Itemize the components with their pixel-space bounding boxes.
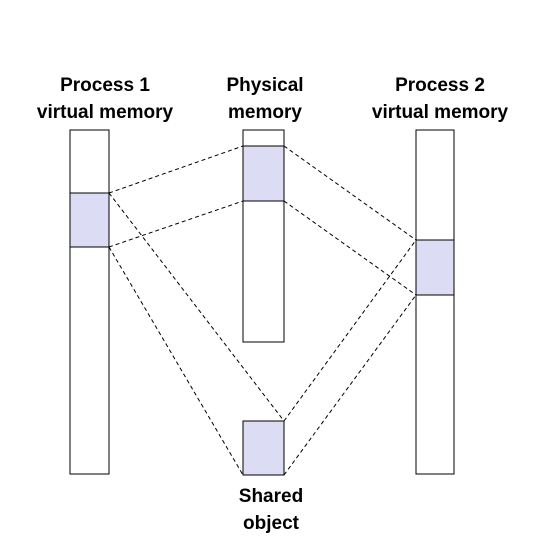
process2-virtual-memory-bar	[415, 129, 455, 475]
mapping-line-phys-top-to-p2	[283, 145, 417, 241]
mapping-line-shared-top-to-p2	[283, 239, 417, 422]
mapping-line-p1-bottom-to-shared	[108, 246, 244, 476]
shared-object-label: Shared object	[200, 483, 342, 537]
mapping-lines	[108, 145, 417, 476]
shared-object-label-line1: Shared	[238, 486, 304, 507]
process1-virtual-memory-bar	[69, 129, 110, 475]
process1-label: Process 1 virtual memory	[10, 72, 200, 126]
mapping-line-p1-top-to-phys	[108, 145, 244, 194]
process1-mapped-region	[69, 192, 110, 248]
process2-label: Process 2 virtual memory	[345, 72, 535, 126]
physical-memory-label: Physical memory	[200, 72, 330, 126]
shared-object-block	[242, 420, 285, 476]
shared-object-label-line2: object	[243, 513, 299, 534]
process2-label-line2: virtual memory	[371, 102, 509, 123]
physical-memory-mapped-region	[242, 145, 285, 202]
process2-mapped-region	[415, 239, 455, 296]
process1-label-line1: Process 1	[60, 75, 150, 96]
mapping-line-p1-top-to-shared	[108, 192, 285, 422]
mapping-line-p1-bottom-to-phys	[108, 200, 244, 248]
mapping-line-phys-bottom-to-p2	[283, 200, 417, 296]
process2-label-line1: Process 2	[395, 75, 485, 96]
process1-label-line2: virtual memory	[36, 102, 174, 123]
physical-memory-label-line2: memory	[228, 102, 302, 123]
physical-memory-label-line1: Physical	[226, 75, 304, 96]
mapping-line-shared-bottom-to-p2	[283, 294, 417, 476]
